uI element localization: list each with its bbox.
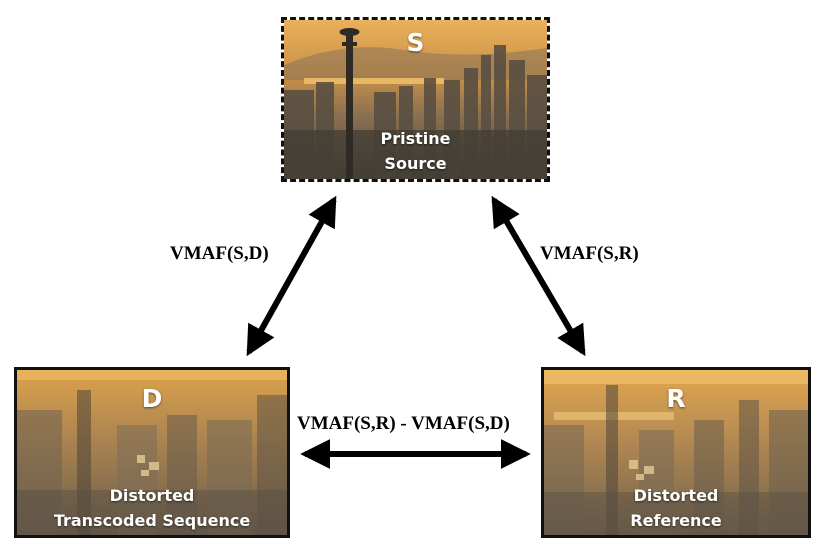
reference-letter: R (666, 384, 686, 413)
label-vmaf-s-r: VMAF(S,R) (540, 243, 639, 264)
distorted-reference-node: R Distorted Reference (541, 367, 811, 538)
arrow-source-reference (491, 195, 586, 357)
distorted-letter: D (141, 384, 163, 413)
reference-caption-line1: Distorted (633, 486, 719, 505)
distorted-caption-line2: Transcoded Sequence (53, 511, 251, 530)
source-photo (284, 20, 547, 179)
source-letter: S (406, 28, 425, 57)
label-vmaf-s-d: VMAF(S,D) (170, 243, 269, 264)
arrow-source-distorted (246, 195, 337, 357)
source-caption-line1: Pristine (380, 129, 451, 148)
pristine-source-node: S Pristine Source (281, 17, 550, 182)
reference-photo (544, 370, 808, 535)
distorted-photo (17, 370, 287, 535)
reference-caption-line2: Reference (630, 511, 722, 530)
distorted-caption-line1: Distorted (109, 486, 195, 505)
label-vmaf-difference: VMAF(S,R) - VMAF(S,D) (297, 413, 510, 434)
distorted-transcoded-node: D Distorted Transcoded Sequence (14, 367, 290, 538)
source-caption-line2: Source (384, 154, 447, 173)
